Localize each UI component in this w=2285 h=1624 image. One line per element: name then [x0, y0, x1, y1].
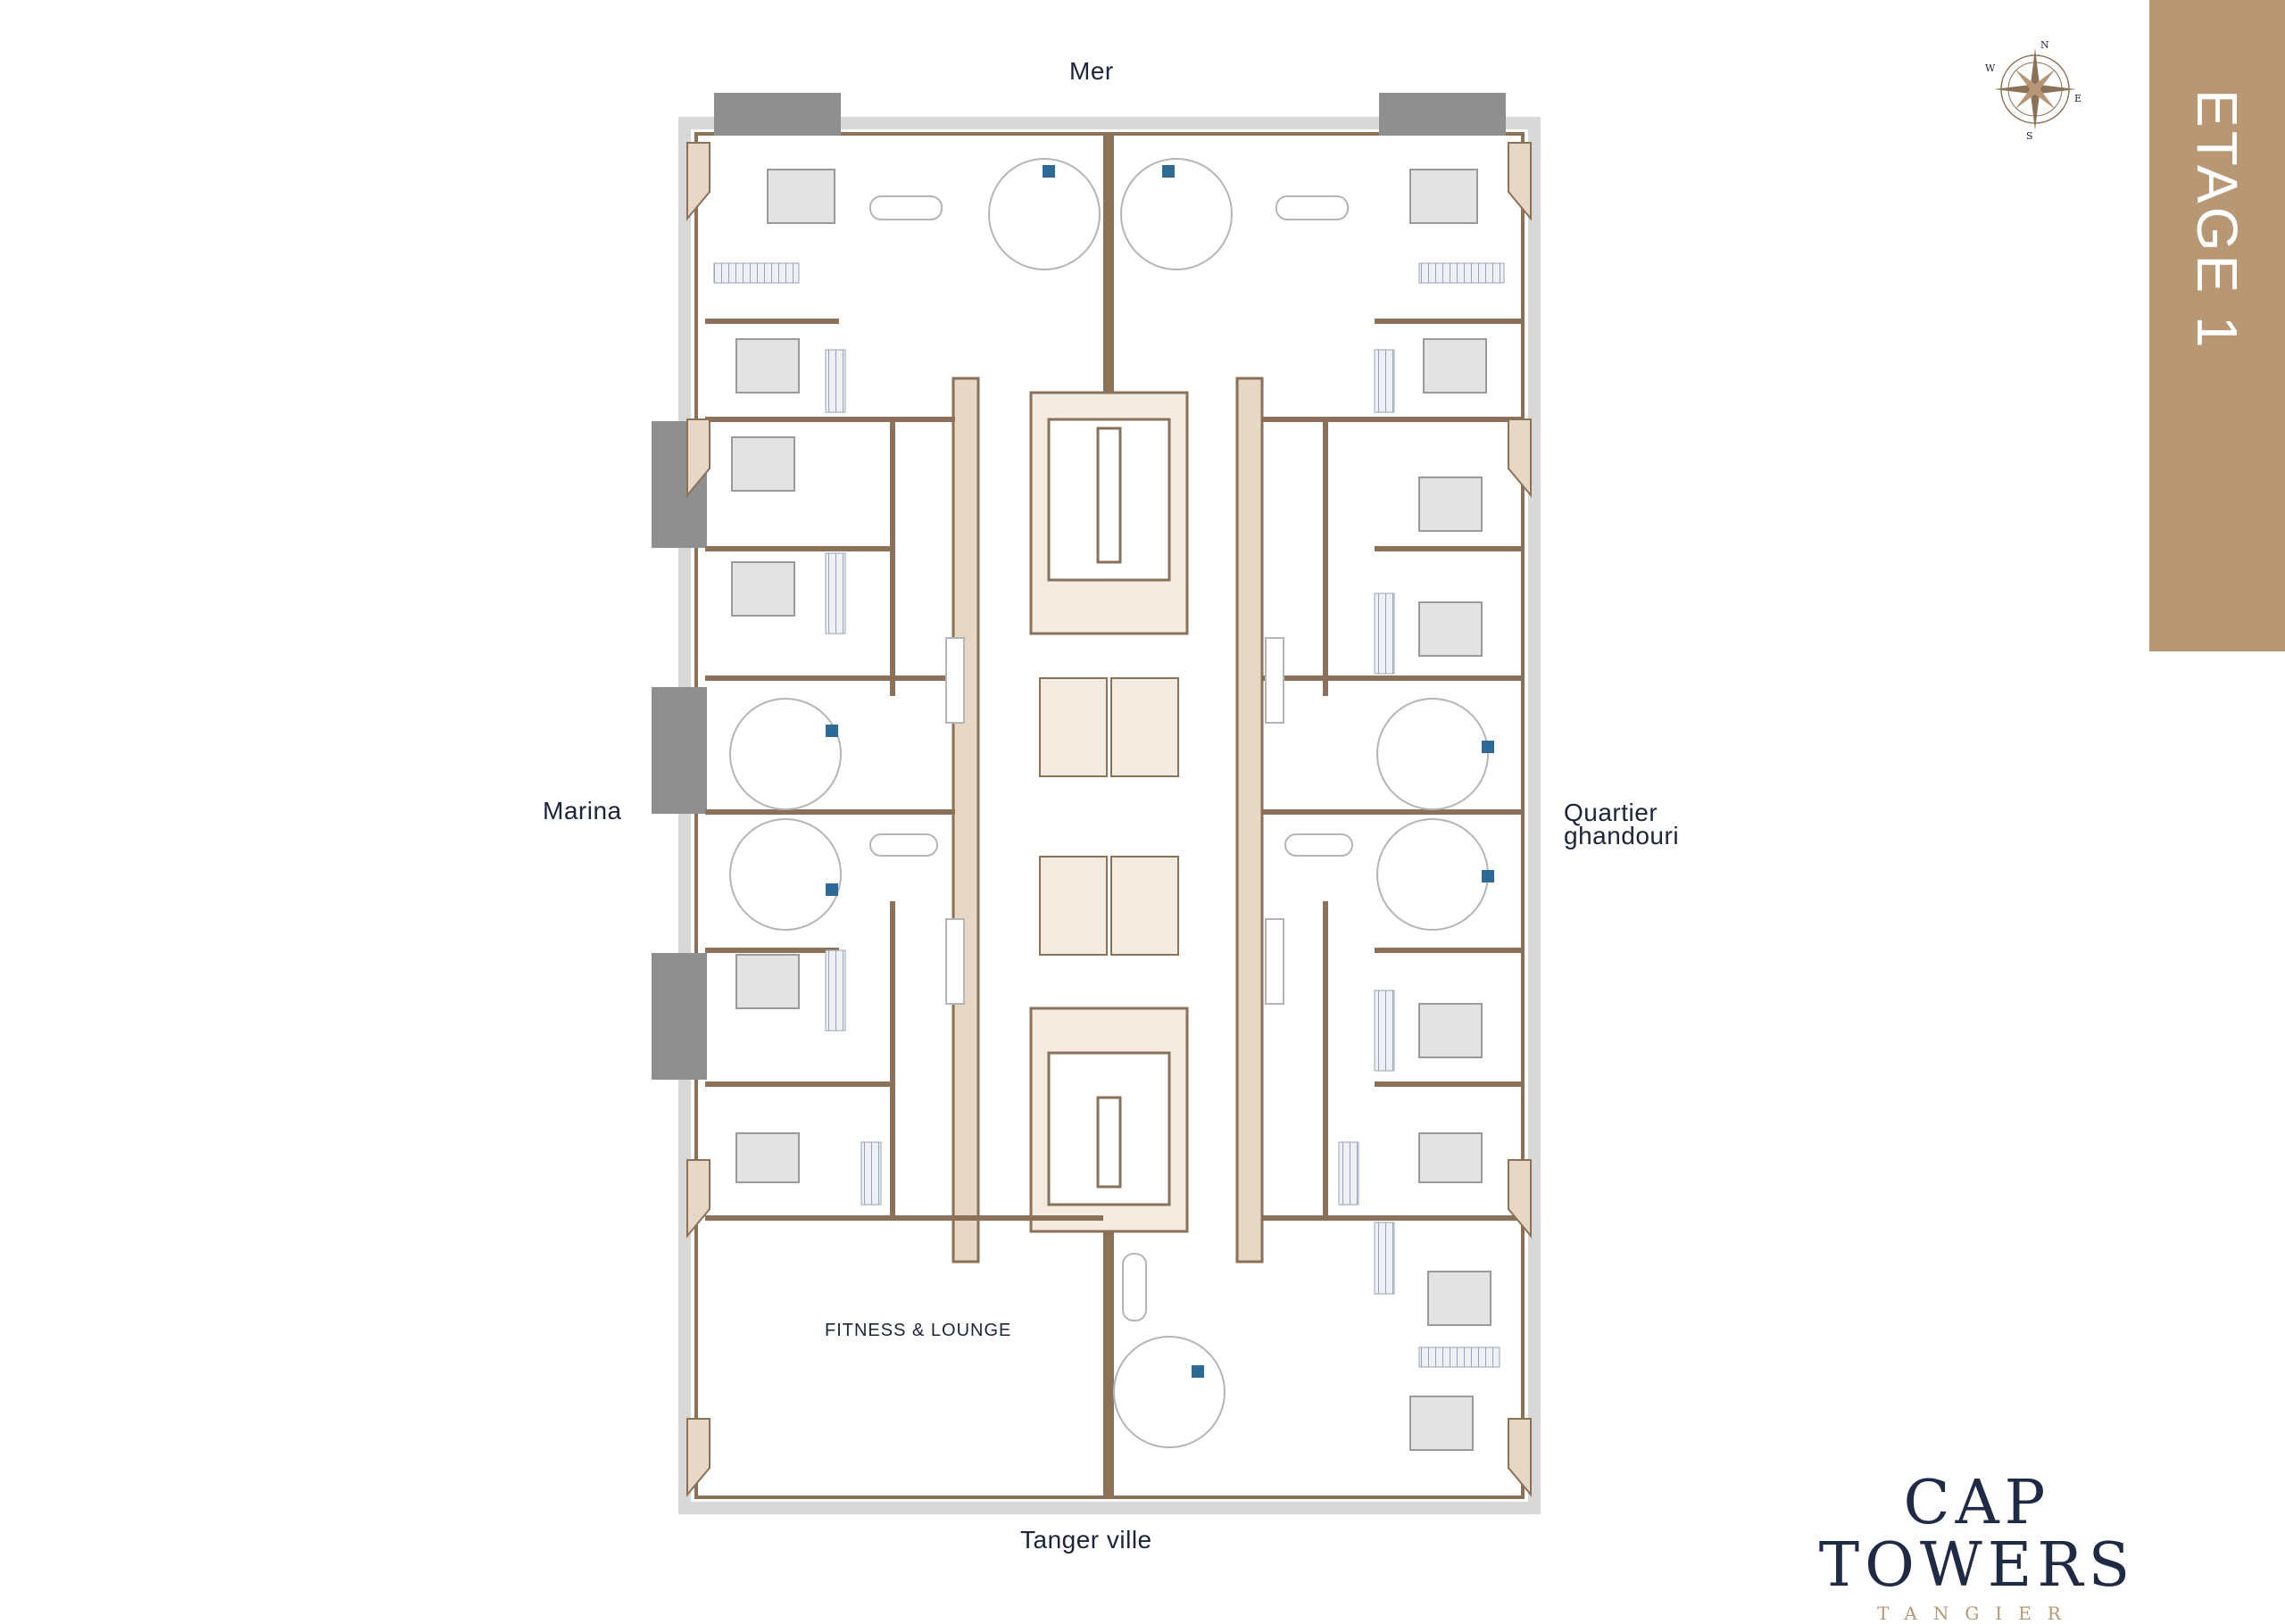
armchairs [826, 165, 1494, 1378]
balcony-west-2 [652, 687, 707, 814]
floor-badge-label-wrap: ETAGE 1 [2149, 0, 2285, 651]
stair-core-north [1029, 391, 1189, 635]
compass-n: N [2040, 39, 2049, 51]
room-label-fitness-lounge: FITNESS & LOUNGE [825, 1321, 1012, 1340]
direction-east-line1: Quartier [1564, 799, 1658, 826]
brand-logo: CAP TOWERS TANGIER [1772, 1472, 2182, 1624]
direction-east-line2: ghandouri [1564, 822, 1680, 849]
floor-label: ETAGE 1 [2185, 89, 2249, 352]
kitchens [945, 637, 1284, 1005]
balcony-north-west [714, 93, 841, 136]
dining-tables [869, 195, 1353, 1322]
brand-name: CAP TOWERS [1818, 1468, 2136, 1601]
direction-east-label: Quartier ghandouri [1564, 799, 1680, 849]
balcony-north-east [1379, 93, 1506, 136]
direction-north-label: Mer [1069, 57, 1114, 85]
living-areas [729, 158, 1489, 1448]
compass-w: W [1985, 62, 1996, 74]
elevators [1039, 677, 1179, 956]
floor-badge [2149, 0, 2285, 651]
direction-south-label: Tanger ville [1020, 1526, 1152, 1554]
compass-s: S [2026, 130, 2033, 142]
brand-city: TANGIER [1877, 1603, 2077, 1624]
balcony-west-3 [652, 953, 707, 1080]
compass-rose-icon: N S E W [1985, 39, 2081, 142]
stair-core-south [1029, 1007, 1189, 1233]
windows [686, 142, 1532, 1497]
wardrobes [713, 262, 1505, 1368]
bedroom-furniture [731, 169, 1491, 1451]
direction-west-label: Marina [543, 797, 622, 824]
compass-e: E [2074, 93, 2081, 104]
